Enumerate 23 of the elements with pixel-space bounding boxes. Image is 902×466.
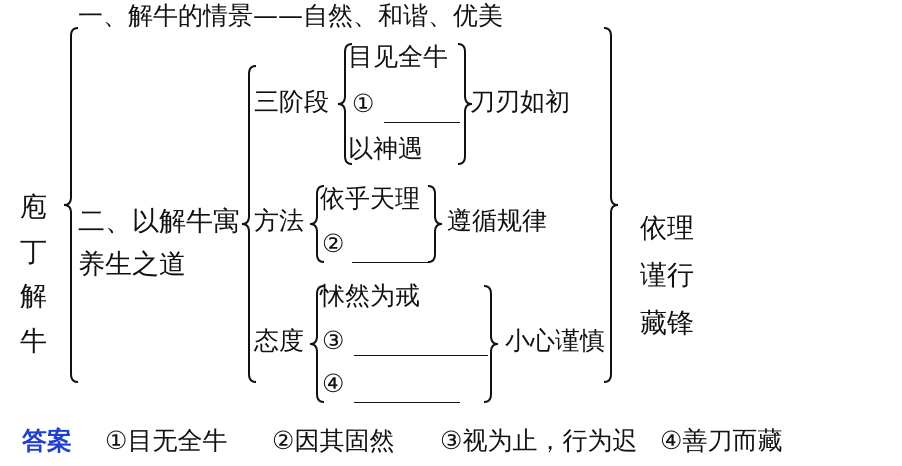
- label-text: ④善刀而藏: [660, 425, 782, 456]
- title: 庖丁解牛: [20, 191, 47, 359]
- label-text: ①: [352, 88, 374, 120]
- summary-text: 依理谨行藏锋: [640, 212, 694, 340]
- label-text: 态度: [254, 325, 304, 356]
- section-heading: 二、以解牛寓养生之道: [78, 205, 241, 282]
- label-text: 依乎天理: [320, 183, 420, 214]
- label-text: ①目无全牛: [105, 425, 228, 456]
- label-text: 目见全牛: [348, 41, 448, 72]
- label-text: ②: [322, 228, 344, 260]
- label-text: 遵循规律: [447, 205, 547, 236]
- label-text: ③: [322, 325, 344, 356]
- label-text: ③视为止，行为迟: [440, 425, 638, 456]
- answer-heading: 答案: [22, 425, 72, 456]
- label-text: 方法: [254, 205, 304, 236]
- label-text: 三阶段: [254, 86, 329, 118]
- label-text: 刀刃如初: [470, 86, 570, 118]
- label-text: 小心谨慎: [505, 325, 605, 356]
- label-text: 以神遇: [348, 133, 423, 164]
- label-text: ②因其固然: [272, 425, 394, 456]
- label-text: 怵然为戒: [320, 280, 420, 312]
- label-text: ④: [322, 368, 344, 400]
- label-text: 一、解牛的情景——自然、和谐、优美: [78, 0, 503, 32]
